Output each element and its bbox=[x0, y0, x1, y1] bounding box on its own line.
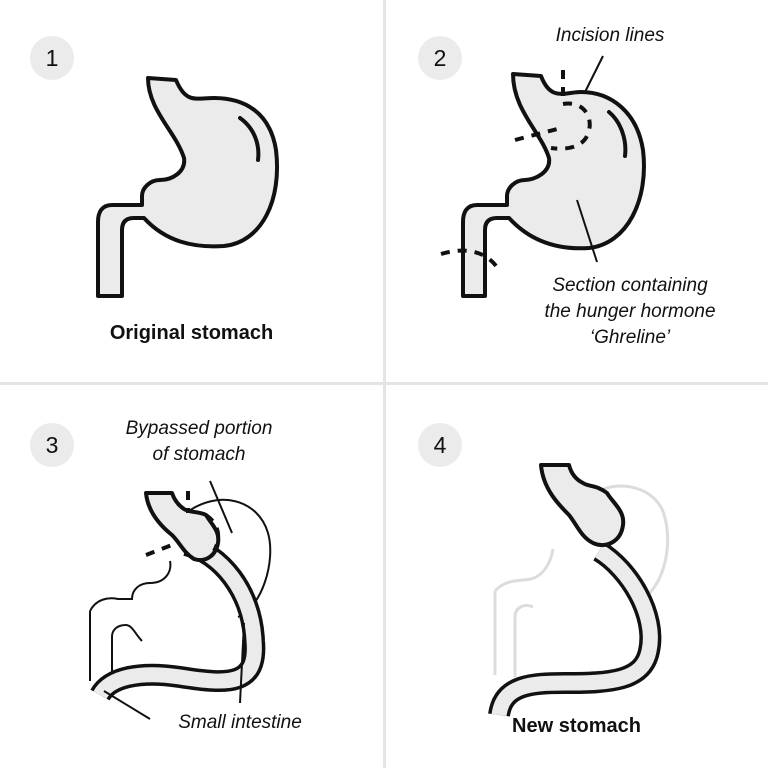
hunger-section-label-line-2: the hunger hormone bbox=[544, 301, 716, 322]
step-number-3: 3 bbox=[30, 423, 74, 467]
horizontal-divider bbox=[0, 382, 768, 385]
panel-2-incision: 2 Incision lines Section containing the … bbox=[385, 0, 768, 383]
new-stomach-pouch bbox=[539, 463, 626, 547]
small-intestine-interior bbox=[93, 537, 262, 700]
panel-3-bypass: 3 Bypassed portion of stomach Small inte… bbox=[0, 385, 383, 768]
incision-leader-line bbox=[584, 55, 604, 93]
intestine-bottom-leader-line bbox=[103, 690, 151, 720]
small-intestine-label: Small intestine bbox=[178, 712, 302, 733]
bypassed-portion-label-line-2: of stomach bbox=[152, 444, 246, 465]
step-number-2: 2 bbox=[418, 36, 462, 80]
new-stomach-illustration bbox=[488, 463, 670, 718]
greater-curve-highlight bbox=[238, 116, 261, 162]
bypass-illustration bbox=[89, 480, 272, 720]
incision-line-lower bbox=[440, 248, 501, 272]
panel-1-original: 1 Original stomach bbox=[0, 0, 383, 383]
original-stomach-illustration bbox=[96, 76, 279, 298]
bypassed-portion-label-line-1: Bypassed portion bbox=[125, 418, 273, 439]
small-intestine-interior bbox=[491, 544, 658, 717]
bypassed-leader-line bbox=[209, 480, 233, 534]
incision-line-upper bbox=[514, 126, 562, 142]
incision-lines-label: Incision lines bbox=[555, 25, 665, 46]
new-stomach-pouch bbox=[144, 491, 221, 562]
greater-curve-highlight bbox=[607, 110, 628, 158]
bypassed-stomach-outline bbox=[89, 498, 272, 685]
panel-4-caption: New stomach bbox=[512, 715, 641, 737]
step-number-1: 1 bbox=[30, 36, 74, 80]
pouch-incision-curve bbox=[204, 513, 221, 552]
pouch-incision-left bbox=[145, 543, 173, 557]
removed-stomach-ghost bbox=[493, 484, 670, 677]
stomach-body bbox=[461, 72, 646, 298]
step-number-4: 4 bbox=[418, 423, 462, 467]
hunger-section-label-line-3: ‘Ghreline’ bbox=[589, 327, 671, 348]
section-leader-line bbox=[576, 199, 598, 263]
incision-stomach-illustration bbox=[440, 55, 646, 298]
stomach-body bbox=[96, 76, 279, 298]
intestine-leader-line bbox=[239, 622, 245, 704]
panel-4-new: 4 New stomach bbox=[385, 385, 768, 768]
hunger-section-label-line-1: Section containing bbox=[552, 275, 708, 296]
panel-1-caption: Original stomach bbox=[109, 322, 274, 344]
